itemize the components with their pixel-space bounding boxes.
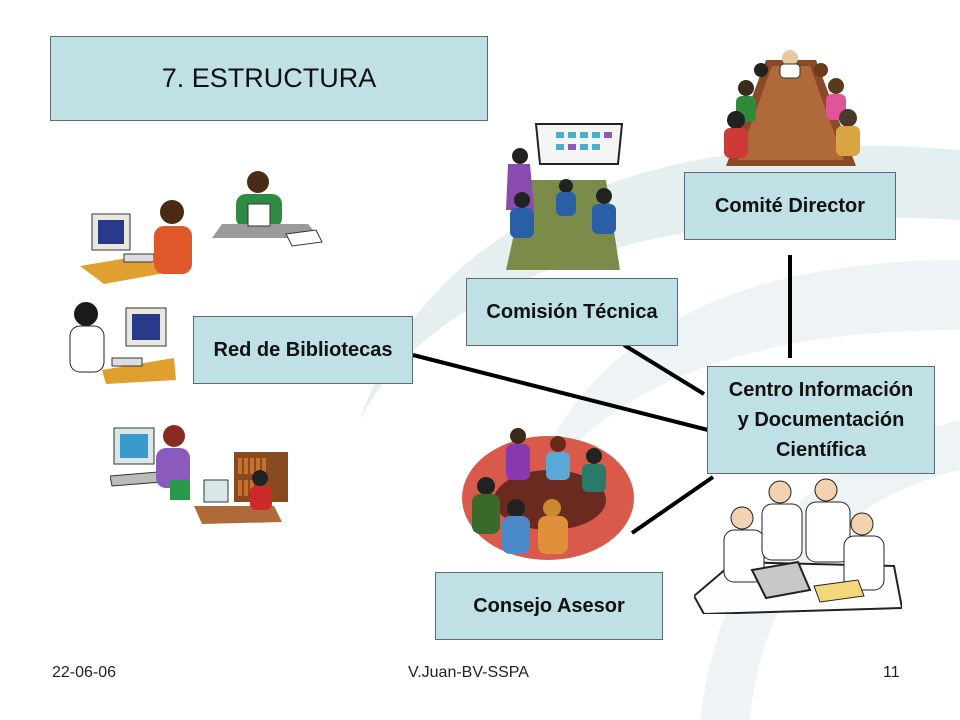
node-comision-tecnica: Comisión Técnica	[466, 278, 678, 346]
phone-computer-illustration	[80, 200, 192, 284]
presentation-illustration	[506, 123, 624, 270]
footer-date: 22-06-06	[52, 664, 117, 681]
node-centro-informacion: Centro Información y Documentación Cient…	[707, 366, 935, 474]
node-comite-director: Comité Director	[684, 172, 896, 240]
library-computer-illustration	[194, 452, 288, 524]
footer-page-number: 11	[883, 664, 900, 681]
node-centro-line-2: y Documentación	[737, 409, 905, 431]
footer-author: V.Juan-BV-SSPA	[408, 664, 529, 681]
board-meeting-illustration	[724, 50, 860, 166]
woman-chart-computer-illustration	[110, 425, 190, 500]
team-laptop-illustration	[694, 478, 902, 614]
node-red-de-bibliotecas: Red de Bibliotecas	[193, 316, 413, 384]
man-reading-illustration	[212, 171, 323, 247]
round-table-illustration	[462, 428, 634, 560]
slide-title: 7. ESTRUCTURA	[50, 36, 488, 121]
woman-typing-illustration	[69, 302, 176, 384]
node-centro-line-3: Científica	[775, 439, 867, 461]
node-consejo-asesor: Consejo Asesor	[435, 572, 663, 640]
node-centro-line-1: Centro Información	[728, 379, 914, 401]
